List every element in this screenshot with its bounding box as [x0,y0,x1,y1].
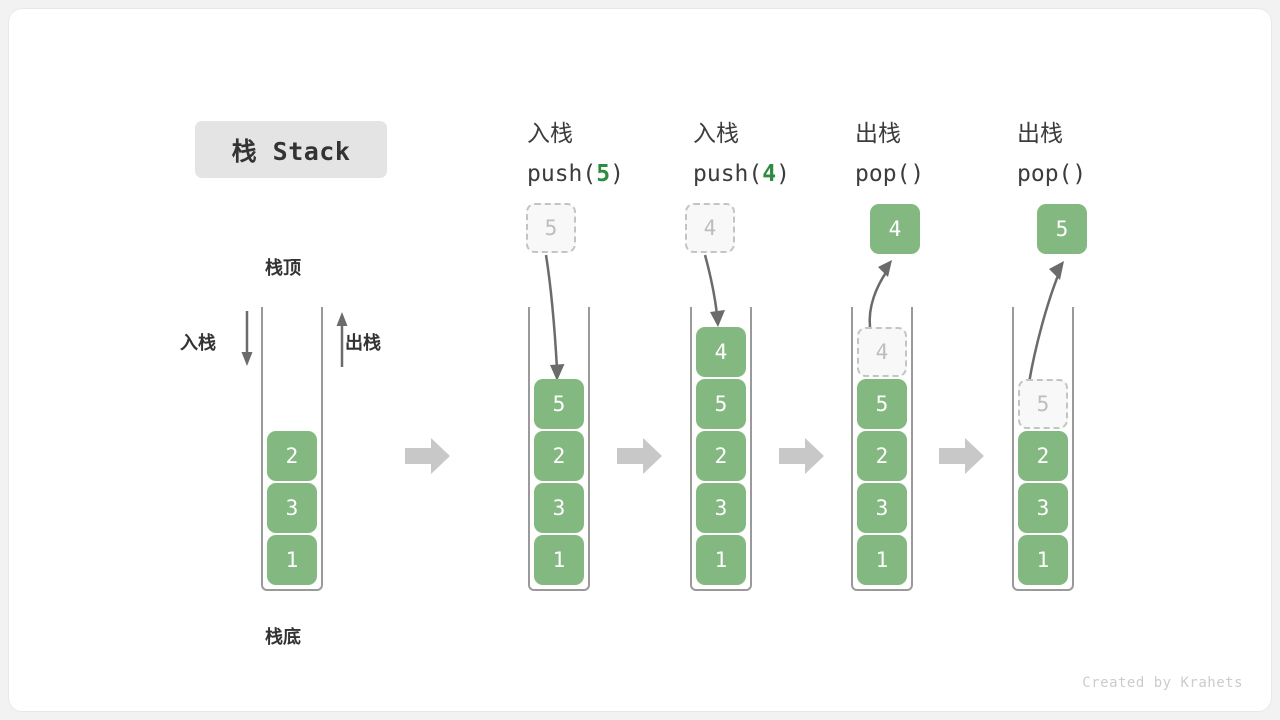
stack-cell: 1 [696,535,746,585]
stack-container [1012,307,1074,591]
stack-cell: 4 [696,327,746,377]
stack-cell: 3 [534,483,584,533]
stack-container [690,307,752,591]
overview-pop-label: 出栈 [345,333,381,354]
step-code-prefix: pop( [1017,161,1073,187]
push-motion-arrow-icon [685,253,755,347]
step-code-suffix: ) [1072,161,1087,187]
stack-cell: 5 [534,379,584,429]
transition-arrow-icon [939,436,985,476]
floating-cell: 5 [1037,204,1087,254]
step-title-cn: 入栈 [693,121,739,147]
step-title-cn: 出栈 [855,121,901,147]
step-header: 出栈 pop() [1017,114,1086,194]
step-code-prefix: push( [693,161,763,187]
step-code: push(5) [527,154,624,194]
pop-motion-arrow-icon [854,255,924,339]
stack-cell: 1 [534,535,584,585]
step-title-cn: 入栈 [527,121,573,147]
step-code-arg: 5 [596,161,611,187]
stack-container [851,307,913,591]
step-code: pop() [855,154,924,194]
stack-cell: 3 [1018,483,1068,533]
step-code: pop() [1017,154,1086,194]
stack-cell: 3 [857,483,907,533]
overview-stack-container [261,307,323,591]
floating-cell: 5 [526,203,576,253]
pop-motion-arrow-icon [1011,255,1091,394]
stack-cell: 5 [1018,379,1068,429]
diagram-card: 栈 Stack 栈顶 入栈 出栈 2 3 1 栈底 入栈 push(5) 5 [8,8,1272,712]
step-code-prefix: push( [527,161,597,187]
step-code-arg: 4 [762,161,777,187]
step-code: push(4) [693,154,790,194]
stack-cell: 5 [696,379,746,429]
stack-bottom-label: 栈底 [265,627,301,648]
stack-cell: 3 [267,483,317,533]
step-header: 入栈 push(4) [693,114,790,194]
step-code-prefix: pop( [855,161,911,187]
transition-arrow-icon [779,436,825,476]
stack-cell: 1 [857,535,907,585]
pop-direction-arrow-icon [330,309,354,373]
stack-cell: 1 [1018,535,1068,585]
step-code-suffix: ) [610,161,624,187]
push-direction-arrow-icon [235,309,259,373]
stack-cell: 5 [857,379,907,429]
step-title-cn: 出栈 [1017,121,1063,147]
stack-cell: 2 [857,431,907,481]
step-header: 出栈 pop() [855,114,924,194]
floating-cell: 4 [685,203,735,253]
stack-cell: 1 [267,535,317,585]
overview-push-label: 入栈 [180,333,216,354]
stack-cell: 3 [696,483,746,533]
stack-cell: 2 [1018,431,1068,481]
stack-cell: 4 [857,327,907,377]
stack-top-label: 栈顶 [265,258,301,279]
credit-text: Created by Krahets [1082,675,1243,691]
floating-cell: 4 [870,204,920,254]
transition-arrow-icon [405,436,451,476]
push-motion-arrow-icon [526,253,596,397]
page-title: 栈 Stack [195,121,387,178]
step-header: 入栈 push(5) [527,114,624,194]
step-code-suffix: ) [776,161,790,187]
stack-cell: 2 [534,431,584,481]
stack-container [528,307,590,591]
transition-arrow-icon [617,436,663,476]
step-code-suffix: ) [910,161,925,187]
stack-cell: 2 [267,431,317,481]
stack-cell: 2 [696,431,746,481]
